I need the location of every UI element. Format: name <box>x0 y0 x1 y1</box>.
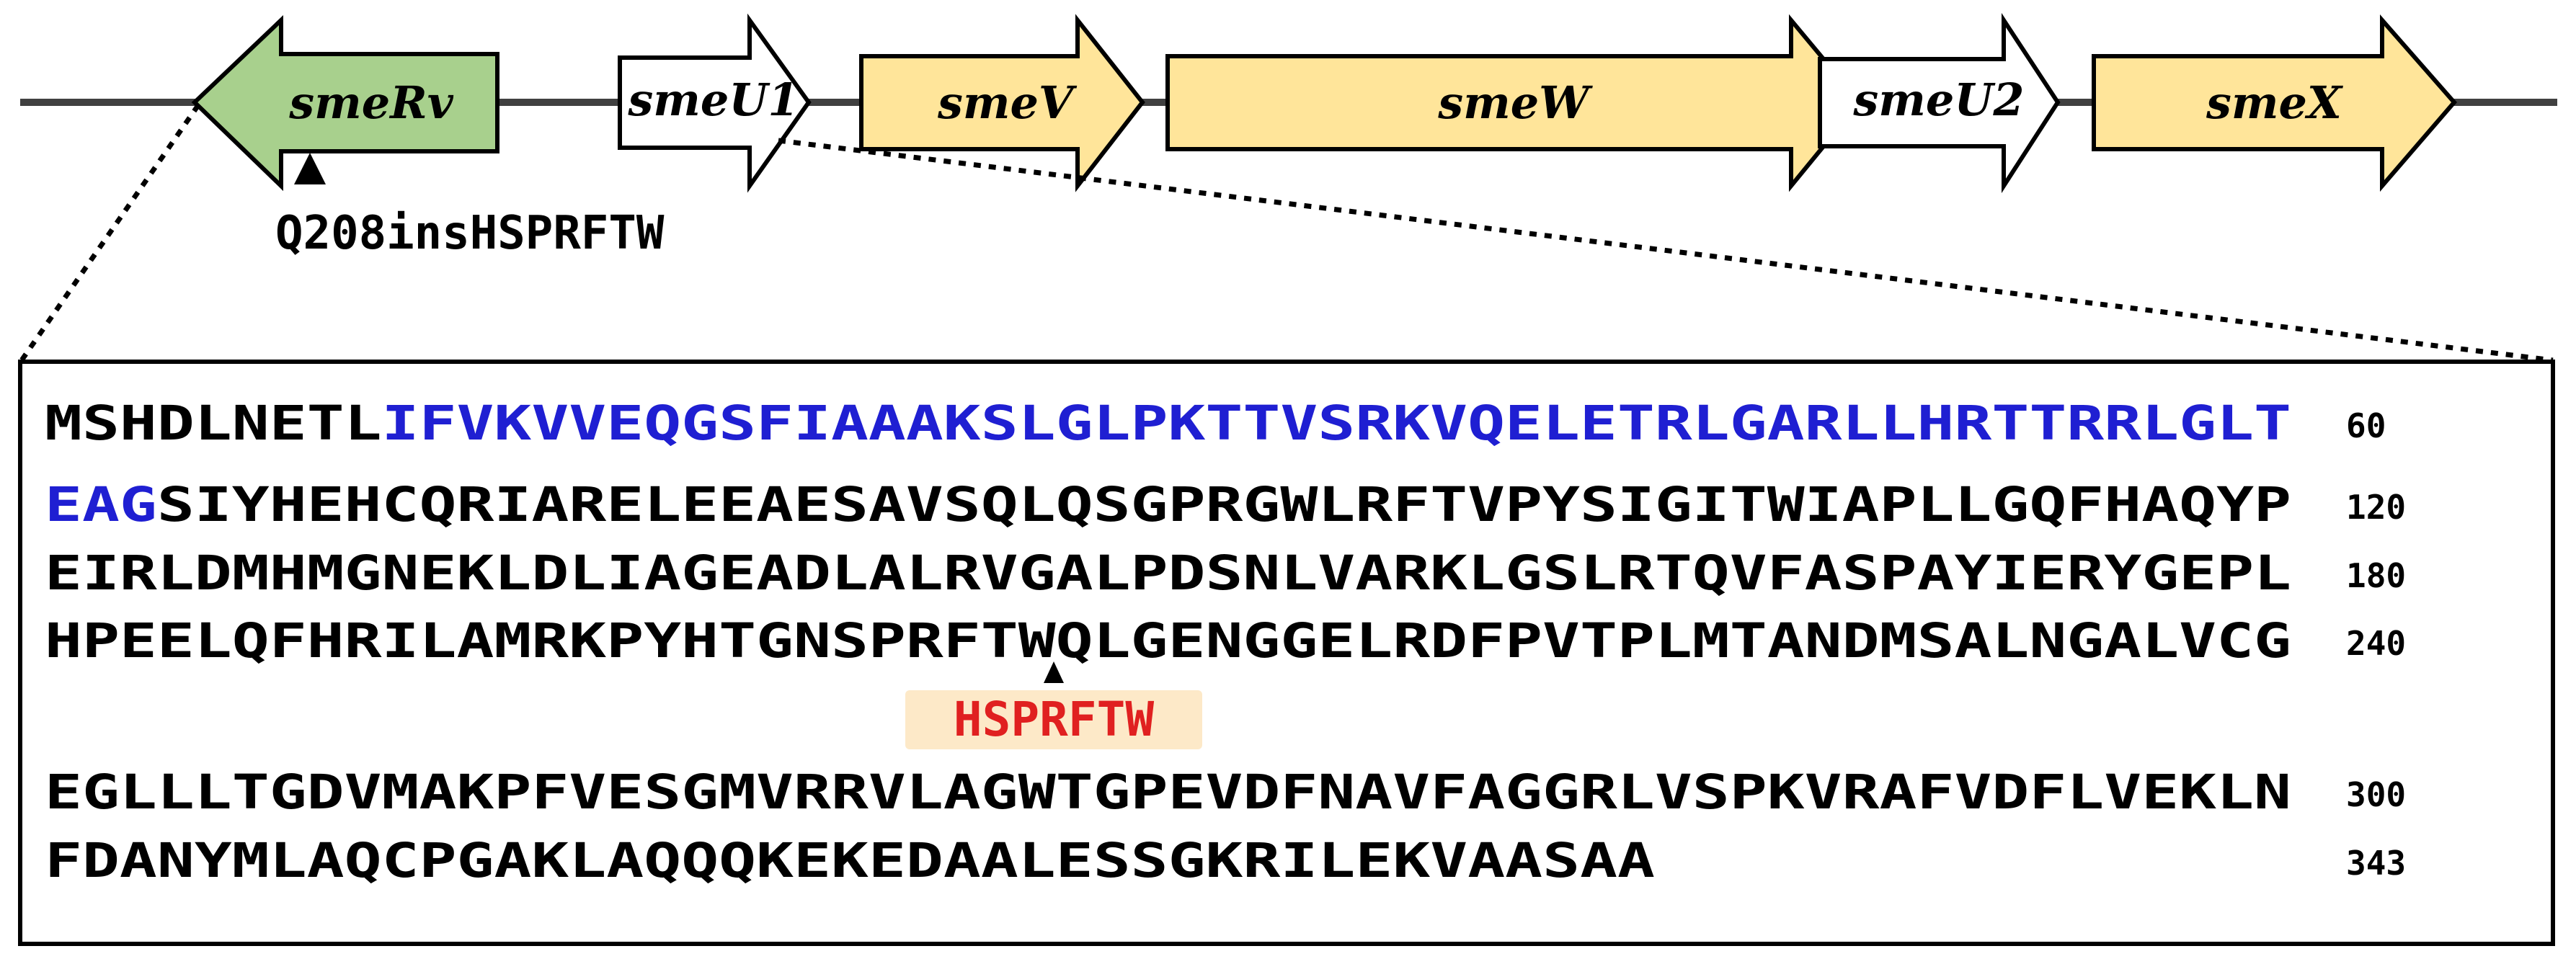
seq-line-4: HPEELQFHRILAMRKPYHTGNSPRFTWQLGENGGELRDFP… <box>45 613 2291 669</box>
zoom-line-left <box>19 104 200 362</box>
seq-number-2: 120 <box>2346 488 2406 527</box>
seq-line-6: FDANYMLAQCPGAKLAQQQKEKEDAALESSGKRILEKVAA… <box>45 833 1655 888</box>
seq-line-3: EIRLDMHMGNEKLDLIAGEADLALRVGALPDSNLVARKLG… <box>45 545 2291 601</box>
gene-label-smeRv: smeRv <box>288 76 453 129</box>
gene-arrow-smeU1 <box>618 13 812 193</box>
seq-number-4: 240 <box>2346 624 2406 663</box>
insertion-marker-triangle <box>1044 661 1064 683</box>
gene-arrow-smeX <box>2092 14 2457 192</box>
gene-label-smeV: smeV <box>937 76 1078 129</box>
seq-number-5: 300 <box>2346 775 2406 814</box>
insertion-highlight <box>905 690 1202 749</box>
seq-number-1: 60 <box>2346 406 2386 445</box>
gene-label-smeX: smeX <box>2206 76 2344 129</box>
gene-arrow-smeRv <box>191 15 499 192</box>
gene-label-smeU1: smeU1 <box>627 73 799 126</box>
seq-line-5: EGLLLTGDVMAKPFVESGMVRRVLAGWTGPEVDFNAVFAG… <box>45 764 2291 820</box>
seq-number-6: 343 <box>2346 844 2406 883</box>
sequence-box <box>18 360 2555 946</box>
mutation-marker-triangle <box>294 153 326 184</box>
seq-number-3: 180 <box>2346 556 2406 595</box>
mutation-label: Q208insHSPRFTW <box>275 207 665 260</box>
gene-label-smeW: smeW <box>1437 76 1593 129</box>
gene-arrow-smeV <box>859 14 1145 192</box>
zoom-line-right <box>778 138 2554 363</box>
gene-arrow-smeU2 <box>1818 12 2061 194</box>
gene-label-smeU2: smeU2 <box>1852 73 2024 126</box>
insertion-sequence: HSPRFTW <box>954 692 1154 747</box>
